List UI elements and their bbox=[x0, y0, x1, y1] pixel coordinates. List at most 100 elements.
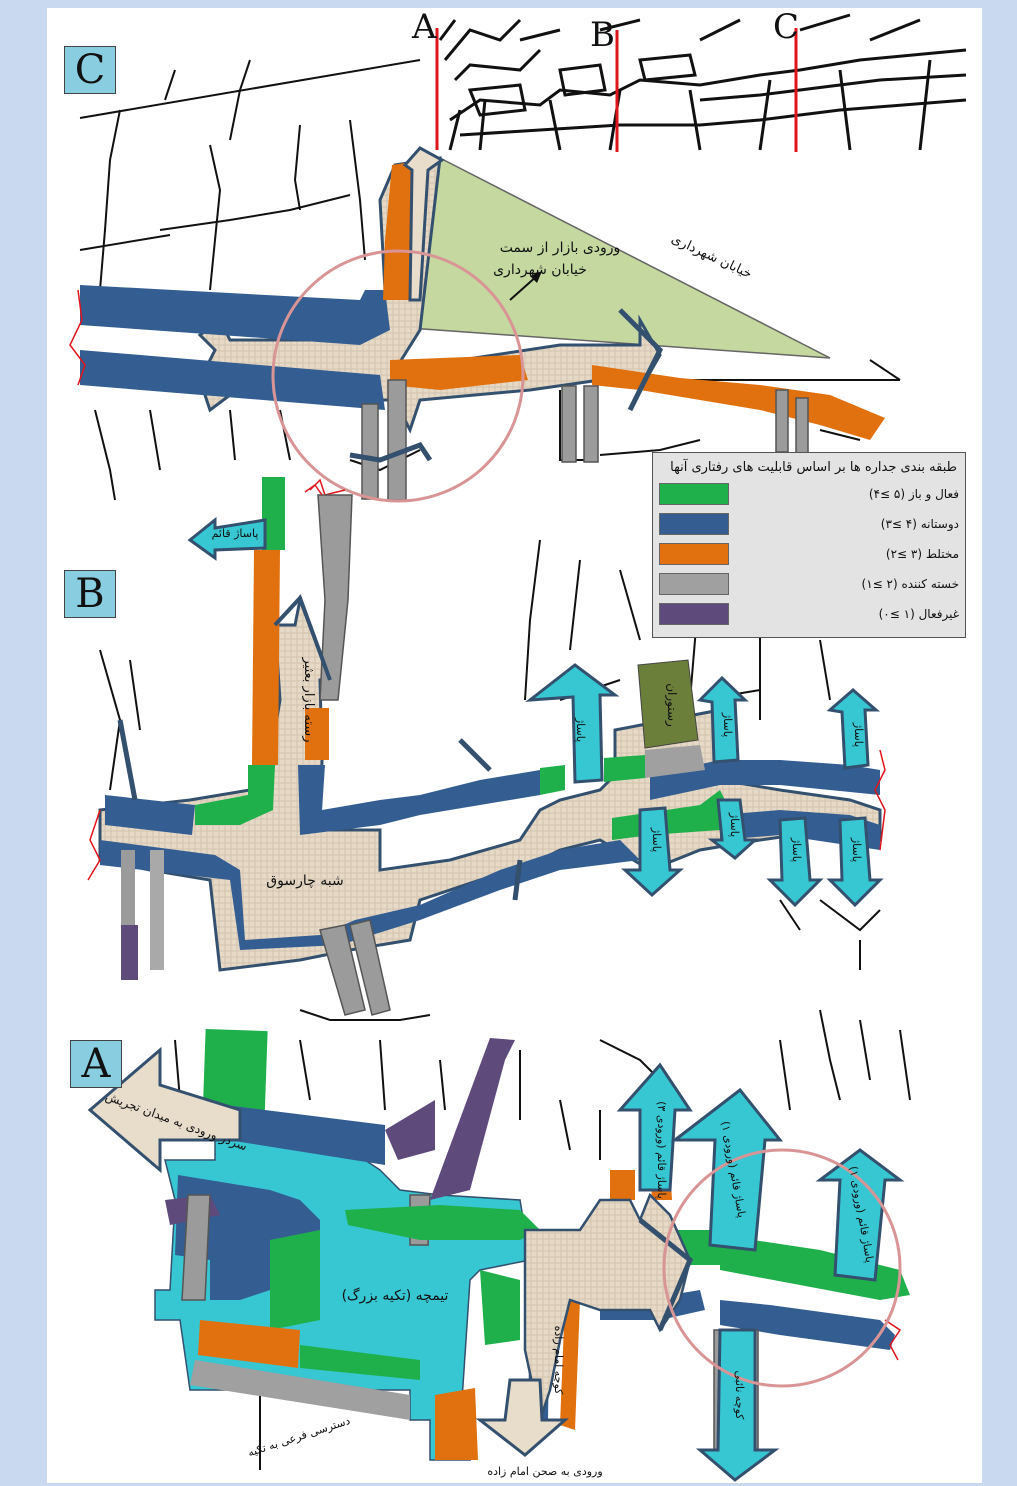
legend-swatch bbox=[659, 603, 729, 625]
green-open-space bbox=[409, 156, 831, 359]
wall-c-friendly-1 bbox=[80, 285, 390, 345]
wall-a-mixed-1 bbox=[198, 1320, 300, 1368]
wall-a-friendly-5 bbox=[720, 1300, 895, 1350]
label-bazaar-entrance-2: خیابان شهرداری bbox=[493, 262, 587, 278]
boundary-b bbox=[87, 483, 886, 881]
wall-a-active-5 bbox=[300, 1345, 420, 1380]
label-pasaj-7: پاساژ bbox=[850, 837, 863, 862]
section-cut-lines bbox=[435, 28, 798, 152]
legend-item-mixed: مختلط (۳ ≥۲) bbox=[653, 539, 965, 569]
section-label-a: A bbox=[70, 1040, 122, 1088]
legend-label: دوستانه (۴ ≥۳) bbox=[880, 517, 959, 531]
label-raste-bazaar: رسته بازار بعثیر bbox=[301, 657, 316, 743]
arrow-kouche-nayebi bbox=[695, 1328, 780, 1482]
wall-b-mixed-column bbox=[252, 550, 280, 765]
legend-label: خسته کننده (۲ ≥۱) bbox=[861, 577, 960, 591]
arrow-c-east bbox=[618, 308, 664, 412]
legend-label: مختلط (۳ ≥۲) bbox=[885, 547, 959, 561]
label-pasaj-ghaem-entry3: پاساژ قائم (ورودی ۳) bbox=[655, 1101, 668, 1199]
keymap-label-b: B bbox=[590, 15, 615, 55]
wall-a-mixed-3 bbox=[560, 1300, 580, 1430]
wall-b-active-1 bbox=[195, 765, 275, 825]
label-pasaj-1: پاساژ bbox=[574, 717, 587, 742]
wall-b-friendly-4 bbox=[650, 760, 880, 800]
keymap-label-c: C bbox=[773, 7, 799, 47]
wall-a-boring-1 bbox=[181, 1194, 211, 1301]
wall-b-boring-south bbox=[319, 924, 366, 1016]
keymap-label-a: A bbox=[411, 7, 437, 47]
section-a-plaza bbox=[523, 1192, 692, 1425]
wall-a-boring-3 bbox=[190, 1360, 410, 1420]
wall-a-active-2 bbox=[345, 1205, 540, 1240]
arrow-pasaj-6 bbox=[766, 816, 824, 908]
wall-c-mixed-3 bbox=[592, 365, 885, 440]
boundary-a bbox=[884, 1319, 902, 1361]
legend-swatch bbox=[659, 543, 729, 565]
label-pasaj-2: پاساژ bbox=[721, 712, 734, 737]
wall-a-mixed-2 bbox=[435, 1388, 478, 1460]
boundary-c bbox=[69, 289, 86, 386]
legend-label: فعال و باز (۵ ≥۴) bbox=[868, 487, 959, 501]
wall-b-active-2 bbox=[540, 765, 565, 795]
arrow-pasaj-2 bbox=[696, 675, 749, 764]
wall-b-boring-column bbox=[317, 494, 353, 701]
label-dastresi: دسترسی فرعی به تکیه bbox=[246, 1414, 352, 1459]
legend-item-active: فعال و باز (۵ ≥۴) bbox=[653, 479, 965, 509]
arrows-a bbox=[87, 1046, 905, 1482]
focus-circle-c bbox=[271, 249, 525, 503]
arrow-emamzadeh bbox=[475, 1378, 569, 1457]
arrow-ghaem-1a bbox=[670, 1087, 784, 1252]
wall-b-friendly-1 bbox=[105, 795, 195, 835]
arrow-pasaj-ghaem-b bbox=[187, 516, 267, 561]
label-restaurant: رستوران bbox=[664, 683, 679, 727]
label-pasaj-ghaem-b: پاساژ قائم bbox=[212, 527, 259, 540]
legend: طبقه بندی جداره ها بر اساس قابلیت های رف… bbox=[652, 452, 966, 638]
wall-a-active-3 bbox=[270, 1230, 320, 1330]
wall-b-active-3 bbox=[604, 755, 645, 782]
legend-title: طبقه بندی جداره ها بر اساس قابلیت های رف… bbox=[670, 460, 957, 475]
arrow-pasaj-3 bbox=[826, 688, 881, 770]
label-shebh-charsough: شبه چارسوق bbox=[266, 873, 343, 889]
wall-c-friendly-2 bbox=[80, 350, 385, 410]
arrow-c-south bbox=[349, 441, 433, 463]
arrow-pasaj-1 bbox=[525, 663, 620, 784]
label-pasaj-5: پاساژ bbox=[650, 827, 663, 852]
label-entrance-emamzadeh: ورودی به صحن امام زاده bbox=[487, 1465, 602, 1478]
arrow-pasaj-7 bbox=[826, 816, 884, 908]
wall-a-active-4 bbox=[480, 1270, 520, 1345]
section-label-b: B bbox=[64, 570, 116, 618]
arrow-pasaj-5 bbox=[621, 806, 684, 898]
legend-item-inactive: غیرفعال (۱ ≥۰) bbox=[653, 599, 965, 629]
arrows-b-pasaj bbox=[187, 516, 884, 908]
arrow-b-north-plaza bbox=[273, 594, 332, 681]
label-kouche-emamzadeh: کوچه امام زاده bbox=[552, 1326, 565, 1396]
legend-item-friendly: دوستانه (۴ ≥۳) bbox=[653, 509, 965, 539]
legend-swatch bbox=[659, 513, 729, 535]
section-c-base-lines bbox=[79, 59, 901, 501]
focus-circle-a bbox=[662, 1148, 902, 1388]
legend-swatch bbox=[659, 573, 729, 595]
wall-a-friendly-1 bbox=[225, 1105, 385, 1165]
wall-b-friendly-3 bbox=[298, 765, 540, 835]
section-label-c: C bbox=[64, 46, 116, 94]
wall-b-boring-rest bbox=[645, 745, 705, 778]
arrow-ghaem-1b bbox=[815, 1148, 905, 1282]
label-kouche-nayebi: کوچه نائبی bbox=[733, 1370, 746, 1420]
walls-c-boring bbox=[361, 379, 809, 501]
arrow-b-diag-1 bbox=[458, 738, 492, 772]
label-street-shahrdari: خیابان شهرداری bbox=[669, 232, 754, 282]
legend-item-boring: خسته کننده (۲ ≥۱) bbox=[653, 569, 965, 599]
label-pasaj-6: پاساژ bbox=[790, 837, 803, 862]
wall-a-inactive-1 bbox=[385, 1100, 435, 1160]
label-pasaj-4: پاساژ bbox=[728, 812, 741, 837]
wall-a-mixed-4 bbox=[610, 1170, 635, 1200]
wall-a-active-7 bbox=[720, 1235, 910, 1300]
label-pasaj-3: پاساژ bbox=[852, 722, 865, 747]
key-map bbox=[438, 13, 967, 151]
arrow-sardar bbox=[87, 1046, 242, 1174]
wall-a-inactive-3 bbox=[430, 1038, 515, 1200]
legend-swatch bbox=[659, 483, 729, 505]
wall-b-friendly-2 bbox=[100, 840, 640, 950]
restaurant-block bbox=[637, 659, 699, 749]
